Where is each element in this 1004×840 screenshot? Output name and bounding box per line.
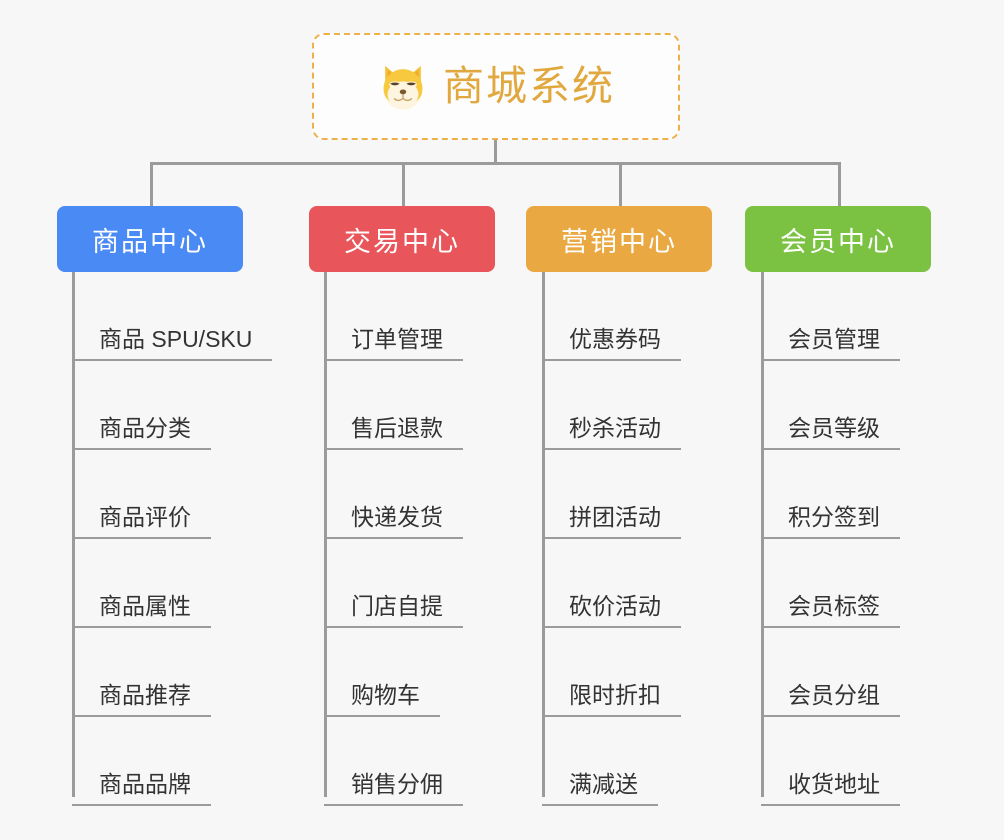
connector-drop-member-center	[838, 162, 841, 208]
connector-root-stem	[494, 140, 497, 165]
leaf-item-label: 收货地址	[761, 771, 900, 806]
category-header-member-center[interactable]: 会员中心	[745, 206, 931, 272]
leaf-item-label: 优惠券码	[542, 326, 681, 361]
leaf-item[interactable]: 拼团活动	[542, 450, 681, 539]
category-header-marketing-center[interactable]: 营销中心	[526, 206, 712, 272]
leaf-item[interactable]: 商品分类	[72, 361, 272, 450]
leaf-item-label: 满减送	[542, 771, 658, 806]
connector-drop-marketing-center	[619, 162, 622, 208]
leaf-item-label: 商品评价	[72, 504, 211, 539]
leaf-item-label: 积分签到	[761, 504, 900, 539]
leaf-item[interactable]: 门店自提	[324, 539, 463, 628]
leaf-item[interactable]: 限时折扣	[542, 628, 681, 717]
connector-drop-trade-center	[402, 162, 405, 208]
leaf-column-trade-center: 订单管理 售后退款 快递发货 门店自提 购物车 销售分佣	[324, 272, 463, 806]
connector-horizontal-bus	[150, 162, 841, 165]
leaf-item[interactable]: 商品属性	[72, 539, 272, 628]
leaf-item[interactable]: 收货地址	[761, 717, 900, 806]
leaf-item-label: 销售分佣	[324, 771, 463, 806]
leaf-item[interactable]: 会员等级	[761, 361, 900, 450]
leaf-column-member-center: 会员管理 会员等级 积分签到 会员标签 会员分组 收货地址	[761, 272, 900, 806]
leaf-item-label: 拼团活动	[542, 504, 681, 539]
category-header-label: 商品中心	[92, 226, 208, 257]
leaf-item[interactable]: 售后退款	[324, 361, 463, 450]
column-spine	[324, 272, 327, 797]
leaf-item[interactable]: 订单管理	[324, 272, 463, 361]
leaf-item-label: 门店自提	[324, 593, 463, 628]
root-title: 商城系统	[443, 63, 615, 109]
category-header-label: 交易中心	[344, 226, 460, 257]
connector-drop-product-center	[150, 162, 153, 208]
category-header-label: 会员中心	[780, 226, 896, 257]
leaf-item[interactable]: 会员标签	[761, 539, 900, 628]
leaf-item-label: 会员分组	[761, 682, 900, 717]
category-header-trade-center[interactable]: 交易中心	[309, 206, 495, 272]
shiba-dog-face-icon	[383, 65, 423, 110]
leaf-item-label: 售后退款	[324, 415, 463, 450]
leaf-item-label: 限时折扣	[542, 682, 681, 717]
column-spine	[542, 272, 545, 797]
leaf-item[interactable]: 销售分佣	[324, 717, 463, 806]
column-spine	[761, 272, 764, 797]
leaf-item[interactable]: 优惠券码	[542, 272, 681, 361]
leaf-item[interactable]: 商品 SPU/SKU	[72, 272, 273, 361]
leaf-item-label: 会员管理	[761, 326, 900, 361]
column-spine	[72, 272, 75, 797]
leaf-item[interactable]: 商品评价	[72, 450, 272, 539]
leaf-item-label: 购物车	[324, 682, 440, 717]
leaf-column-product-center: 商品 SPU/SKU 商品分类 商品评价 商品属性 商品推荐 商品品牌	[72, 272, 273, 806]
leaf-item-label: 会员等级	[761, 415, 900, 450]
leaf-item-label: 快递发货	[324, 504, 463, 539]
leaf-item[interactable]: 会员分组	[761, 628, 900, 717]
leaf-column-marketing-center: 优惠券码 秒杀活动 拼团活动 砍价活动 限时折扣 满减送	[542, 272, 681, 806]
leaf-item-label: 砍价活动	[542, 593, 681, 628]
leaf-item-label: 商品推荐	[72, 682, 211, 717]
leaf-item[interactable]: 满减送	[542, 717, 681, 806]
category-header-label: 营销中心	[561, 226, 677, 257]
root-node[interactable]: 商城系统	[312, 33, 680, 140]
leaf-item-label: 商品分类	[72, 415, 211, 450]
leaf-item-label: 商品 SPU/SKU	[72, 326, 273, 361]
leaf-item[interactable]: 购物车	[324, 628, 463, 717]
leaf-item[interactable]: 商品推荐	[72, 628, 272, 717]
leaf-item-label: 商品属性	[72, 593, 211, 628]
leaf-item[interactable]: 积分签到	[761, 450, 900, 539]
leaf-item-label: 订单管理	[324, 326, 463, 361]
leaf-item[interactable]: 快递发货	[324, 450, 463, 539]
leaf-item[interactable]: 会员管理	[761, 272, 900, 361]
leaf-item-label: 商品品牌	[72, 771, 211, 806]
leaf-item-label: 秒杀活动	[542, 415, 681, 450]
leaf-item-label: 会员标签	[761, 593, 900, 628]
category-header-product-center[interactable]: 商品中心	[57, 206, 243, 272]
leaf-item[interactable]: 商品品牌	[72, 717, 272, 806]
leaf-item[interactable]: 秒杀活动	[542, 361, 681, 450]
leaf-item[interactable]: 砍价活动	[542, 539, 681, 628]
